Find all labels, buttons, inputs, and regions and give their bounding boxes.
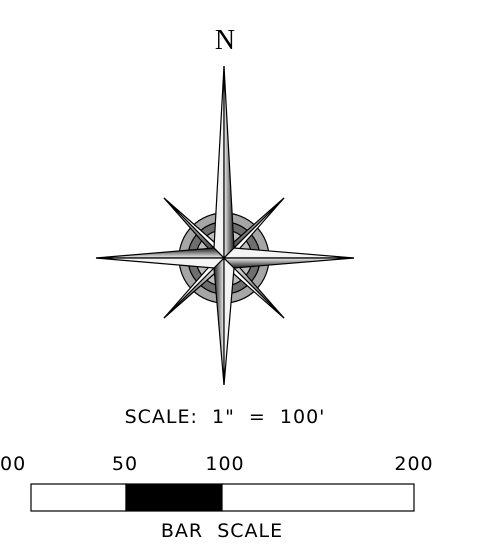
bar-scale-tick-0: 00	[0, 453, 26, 475]
bar-scale-segment-2	[125, 483, 223, 512]
north-label: N	[215, 25, 235, 56]
bar-scale-segment-3	[221, 483, 415, 512]
compass-point-south	[213, 256, 225, 386]
bar-scale-tick-100: 100	[205, 453, 244, 475]
compass-rose	[95, 65, 355, 386]
bar-scale-title: BAR SCALE	[161, 520, 283, 542]
bar-scale-segment-1	[30, 483, 127, 512]
bar-scale-tick-200: 200	[394, 453, 433, 475]
compass-point-west	[95, 247, 226, 259]
scale-label: SCALE: 1" = 100'	[125, 406, 326, 428]
compass-point-north	[213, 65, 225, 260]
compass-point-east	[222, 247, 355, 259]
bar-scale	[30, 483, 415, 512]
bar-scale-tick-50: 50	[112, 453, 138, 475]
compass-cardinal-points	[95, 65, 355, 386]
